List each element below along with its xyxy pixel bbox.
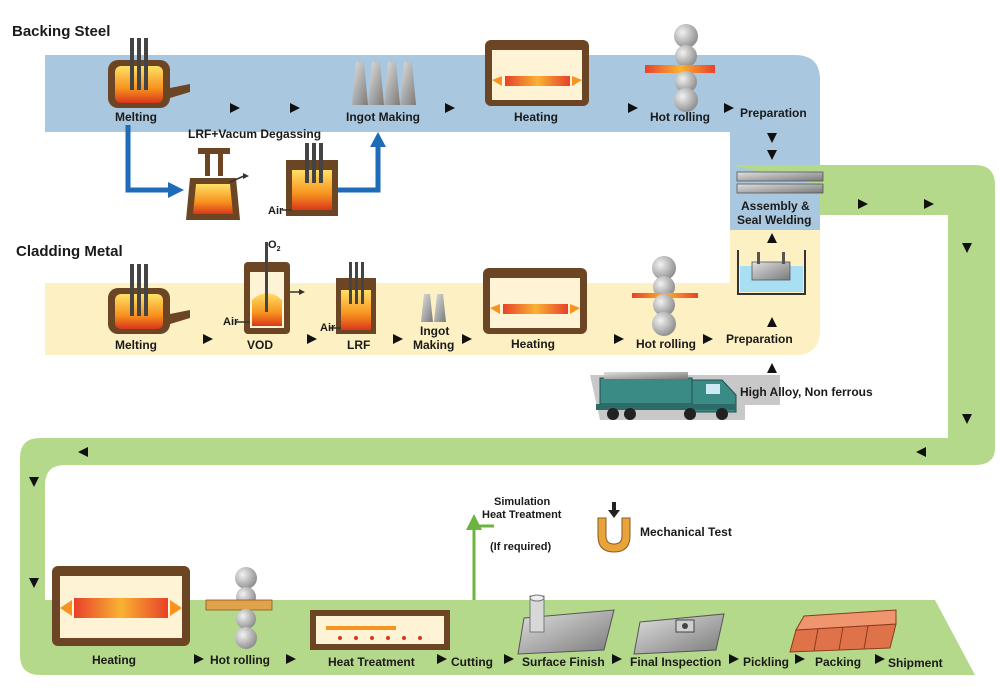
cutting-label: Cutting bbox=[451, 655, 493, 669]
high-alloy-label: High Alloy, Non ferrous bbox=[740, 385, 873, 399]
final-inspection-icon bbox=[633, 613, 725, 655]
arrow-down bbox=[767, 150, 777, 160]
arrow-down bbox=[767, 133, 777, 143]
backing-preparation-label: Preparation bbox=[740, 106, 807, 120]
cladding-ingot-label-line1: Ingot bbox=[420, 324, 449, 338]
assembly-label-line1: Assembly & bbox=[741, 199, 810, 213]
final-inspection-label: Final Inspection bbox=[630, 655, 721, 669]
backing-hot-rolling-label: Hot rolling bbox=[650, 110, 710, 124]
simulation-label-line1: Simulation bbox=[494, 496, 551, 508]
arrow-down bbox=[29, 477, 39, 487]
green-arrow-head bbox=[466, 514, 482, 530]
cladding-ingot-molds-icon bbox=[421, 294, 446, 322]
arrow-right bbox=[230, 103, 240, 113]
surface-finish-label: Surface Finish bbox=[522, 655, 605, 669]
arrow-right bbox=[504, 654, 514, 664]
backing-steel-title: Backing Steel bbox=[12, 23, 110, 40]
blue-arrow-head bbox=[168, 182, 184, 198]
cladding-lrf-label: LRF bbox=[347, 338, 370, 352]
vod-vessel-icon bbox=[236, 242, 305, 334]
arrow-right bbox=[437, 654, 447, 664]
heat-treatment-label: Heat Treatment bbox=[328, 655, 415, 669]
if-required-label: (If required) bbox=[490, 541, 551, 553]
arrow-right bbox=[924, 199, 934, 209]
arrow-right bbox=[628, 103, 638, 113]
lrf-air-label: Air bbox=[268, 205, 284, 217]
arrow-down bbox=[29, 578, 39, 588]
arrow-right bbox=[795, 654, 805, 664]
final-heating-furnace-icon bbox=[52, 566, 190, 646]
cladding-rolling-mill-icon bbox=[632, 256, 698, 336]
cladding-metal-title: Cladding Metal bbox=[16, 243, 123, 260]
final-rolling-mill-icon bbox=[205, 567, 273, 649]
arrow-up bbox=[767, 363, 777, 373]
vod-label: VOD bbox=[247, 338, 273, 352]
arrow-right bbox=[445, 103, 455, 113]
cleaning-tank-icon bbox=[737, 250, 806, 295]
arrow-right bbox=[858, 199, 868, 209]
packing-label: Packing bbox=[815, 655, 861, 669]
arrow-right bbox=[724, 103, 734, 113]
cladding-lrf-air-label: Air bbox=[320, 322, 336, 334]
backing-heating-label: Heating bbox=[514, 110, 558, 124]
cladding-metal-band bbox=[45, 230, 820, 355]
simulation-label-line2: Heat Treatment bbox=[482, 509, 562, 521]
cladding-ingot-label-line2: Making bbox=[413, 338, 454, 352]
packing-crates-icon bbox=[789, 609, 897, 653]
backing-ingot-making-label: Ingot Making bbox=[346, 110, 420, 124]
arrow-right bbox=[612, 654, 622, 664]
shipment-label: Shipment bbox=[888, 656, 943, 670]
final-heating-label: Heating bbox=[92, 653, 136, 667]
arrow-right bbox=[729, 654, 739, 664]
blue-flow-arrow-down bbox=[125, 125, 170, 193]
vod-oxygen-label: O2 bbox=[268, 239, 281, 253]
cladding-hot-rolling-label: Hot rolling bbox=[636, 337, 696, 351]
cladding-lrf-ladle-icon bbox=[330, 262, 376, 334]
pickling-label: Pickling bbox=[743, 655, 789, 669]
arrow-up bbox=[767, 233, 777, 243]
cladding-heating-furnace-icon bbox=[483, 268, 587, 334]
arrow-up bbox=[767, 317, 777, 327]
arrow-left bbox=[916, 447, 926, 457]
arrow-right bbox=[286, 654, 296, 664]
arrow-down bbox=[962, 414, 972, 424]
vod-air-label: Air bbox=[223, 316, 239, 328]
lrf-ladle-icon bbox=[282, 143, 338, 216]
arrow-right bbox=[290, 103, 300, 113]
arrow-left bbox=[78, 447, 88, 457]
mechanical-test-specimen-icon bbox=[597, 502, 631, 553]
backing-rolling-mill-icon bbox=[645, 24, 715, 112]
backing-melting-label: Melting bbox=[115, 110, 157, 124]
arrow-down bbox=[962, 243, 972, 253]
arrow-right bbox=[462, 334, 472, 344]
cladding-heating-label: Heating bbox=[511, 337, 555, 351]
assembly-plates-icon bbox=[736, 171, 824, 194]
arrow-right bbox=[614, 334, 624, 344]
arrow-right bbox=[307, 334, 317, 344]
arrow-right bbox=[194, 654, 204, 664]
backing-melting-furnace-icon bbox=[108, 38, 190, 108]
arrow-right bbox=[703, 334, 713, 344]
arrow-right bbox=[875, 654, 885, 664]
cladding-melting-furnace-icon bbox=[108, 264, 190, 334]
vacuum-degassing-vessel-icon bbox=[186, 148, 249, 220]
ingot-molds-icon bbox=[352, 62, 416, 105]
delivery-truck-icon bbox=[596, 372, 737, 420]
green-flow-arrow-simulation bbox=[472, 524, 494, 600]
blue-arrow-head bbox=[370, 132, 386, 147]
backing-steel-band bbox=[45, 55, 820, 230]
final-hot-rolling-label: Hot rolling bbox=[210, 653, 270, 667]
heat-treatment-furnace-icon bbox=[310, 610, 450, 650]
backing-heating-furnace-icon bbox=[485, 40, 589, 106]
cladding-preparation-label: Preparation bbox=[726, 332, 793, 346]
surface-finish-machine-icon bbox=[517, 594, 615, 655]
mechanical-test-label: Mechanical Test bbox=[640, 525, 732, 539]
cladding-melting-label: Melting bbox=[115, 338, 157, 352]
arrow-right bbox=[203, 334, 213, 344]
blue-flow-arrow-up bbox=[335, 145, 381, 193]
lrf-vacuum-degassing-label: LRF+Vacum Degassing bbox=[188, 127, 321, 141]
assembly-label-line2: Seal Welding bbox=[737, 213, 811, 227]
arrow-right bbox=[393, 334, 403, 344]
